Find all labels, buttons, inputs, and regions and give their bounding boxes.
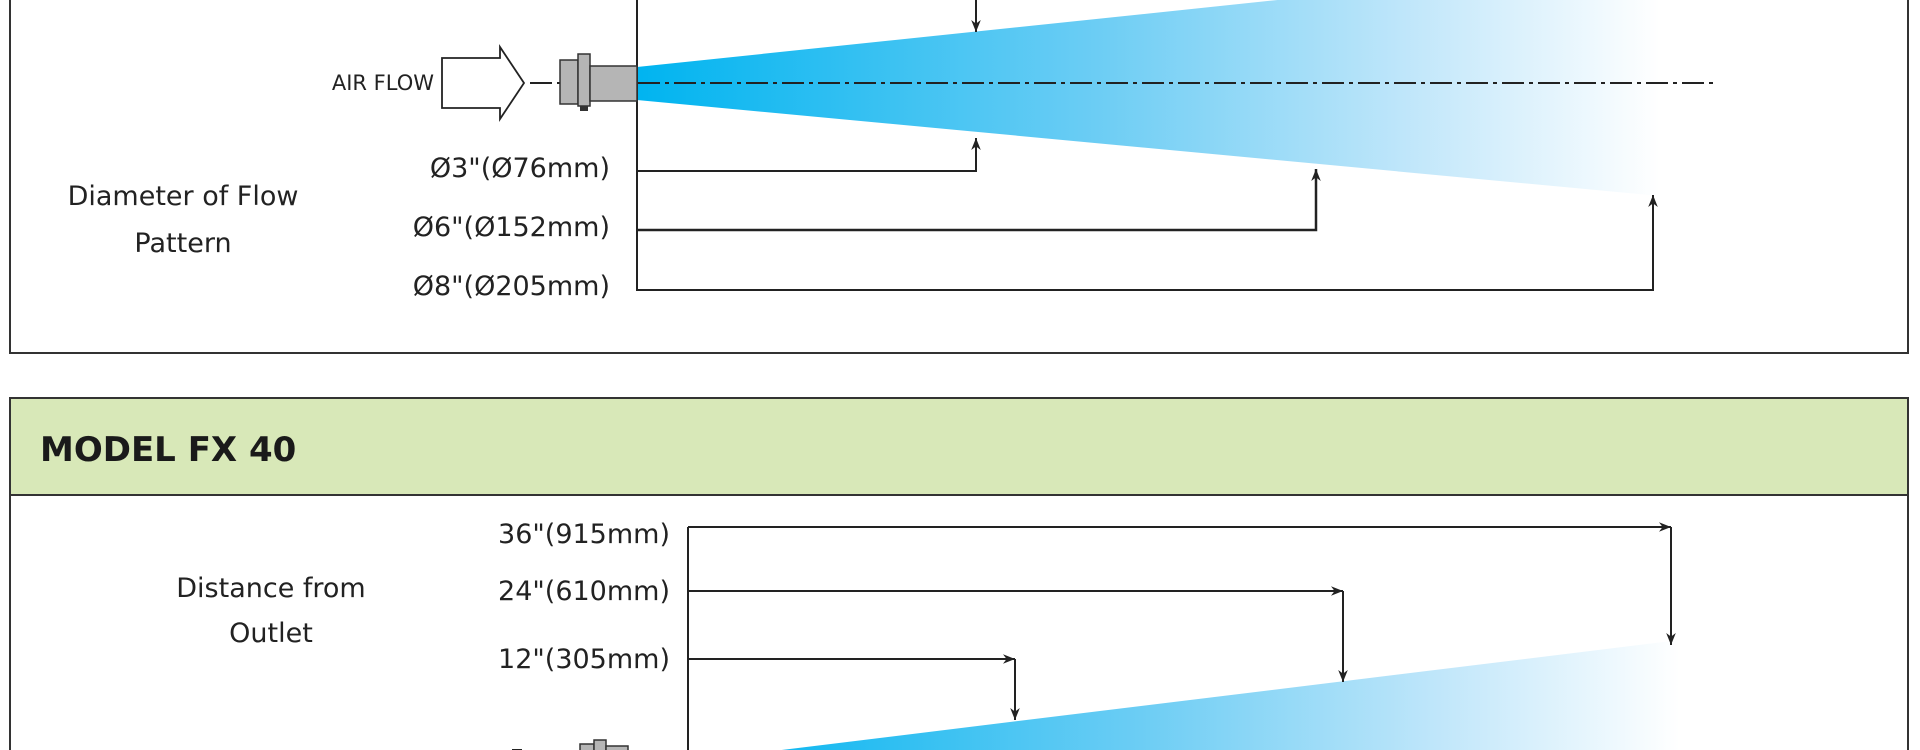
top-panel: AIR FLOW Diameter of Flow Pattern Ø3"(Ø7… <box>9 0 1909 354</box>
flow-pattern <box>781 640 1680 750</box>
panel-border <box>9 0 1909 354</box>
dimension-label-12in: 12"(305mm) <box>498 644 670 675</box>
dimension-label-8in: Ø8"(Ø205mm) <box>413 271 610 302</box>
dimension-label-36in: 36"(915mm) <box>498 519 670 550</box>
nozzle-icon <box>579 739 629 750</box>
model-header <box>10 398 1908 495</box>
distance-label-line1: Distance from <box>176 573 365 604</box>
diameter-label-line2: Pattern <box>134 228 231 259</box>
diameter-label-line1: Diameter of Flow <box>68 181 299 212</box>
bottom-panel: MODEL FX 40 Distance from Outlet 36"(915… <box>9 397 1909 750</box>
dimension-line-8in <box>637 195 1658 291</box>
nozzle-icon <box>559 53 638 111</box>
distance-label-line2: Outlet <box>229 618 313 649</box>
dimension-line-3in <box>637 138 981 172</box>
dimension-label-6in: Ø6"(Ø152mm) <box>413 212 610 243</box>
flow-pattern <box>637 0 1660 196</box>
panel-border <box>9 397 1909 750</box>
dimension-label-3in: Ø3"(Ø76mm) <box>430 153 610 184</box>
model-title: MODEL FX 40 <box>40 430 296 470</box>
dimension-label-24in: 24"(610mm) <box>498 576 670 607</box>
airflow-label: AIR FLOW <box>332 71 434 95</box>
airflow-arrow-icon <box>441 44 526 122</box>
dimension-line-6in <box>637 169 1321 232</box>
